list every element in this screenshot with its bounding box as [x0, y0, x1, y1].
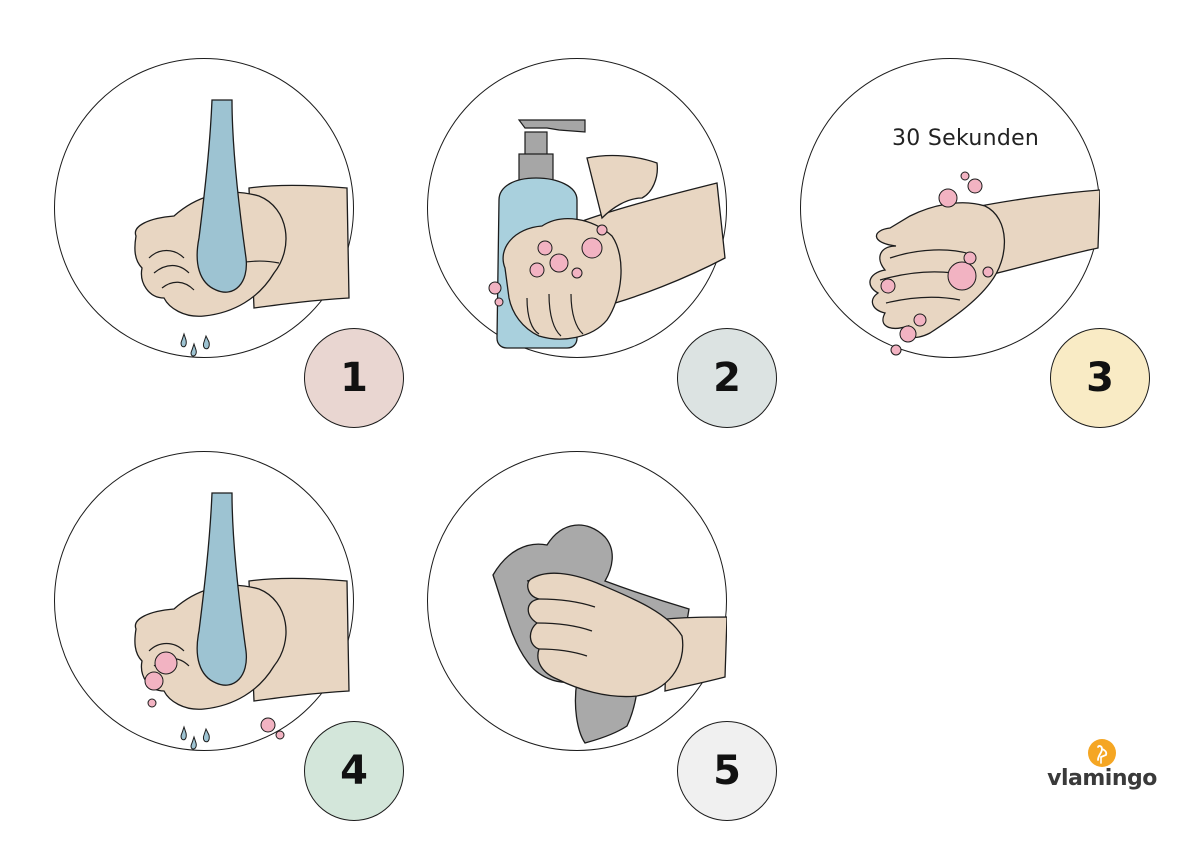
step-2: 2: [427, 58, 777, 428]
rinse-hands-icon: [134, 492, 350, 750]
step-number-badge: 3: [1050, 328, 1150, 428]
logo-text: vlamingo: [1047, 766, 1157, 791]
step-number-badge: 1: [304, 328, 404, 428]
step-4: 4: [54, 451, 404, 821]
flamingo-logo-icon: [1088, 739, 1116, 767]
rub-hands-icon: [869, 171, 1100, 356]
apply-soap-icon: [488, 119, 726, 349]
step-1: 1: [54, 58, 404, 428]
step-number-badge: 5: [677, 721, 777, 821]
step-3: 30 Sekunden 3: [800, 58, 1150, 428]
step-number-badge: 2: [677, 328, 777, 428]
duration-caption: 30 Sekunden: [892, 126, 1040, 151]
vlamingo-logo: vlamingo: [1042, 738, 1162, 808]
step-5: 5: [427, 451, 777, 821]
step-number-badge: 4: [304, 721, 404, 821]
wet-hands-icon: [134, 99, 350, 357]
dry-hands-icon: [492, 524, 727, 744]
